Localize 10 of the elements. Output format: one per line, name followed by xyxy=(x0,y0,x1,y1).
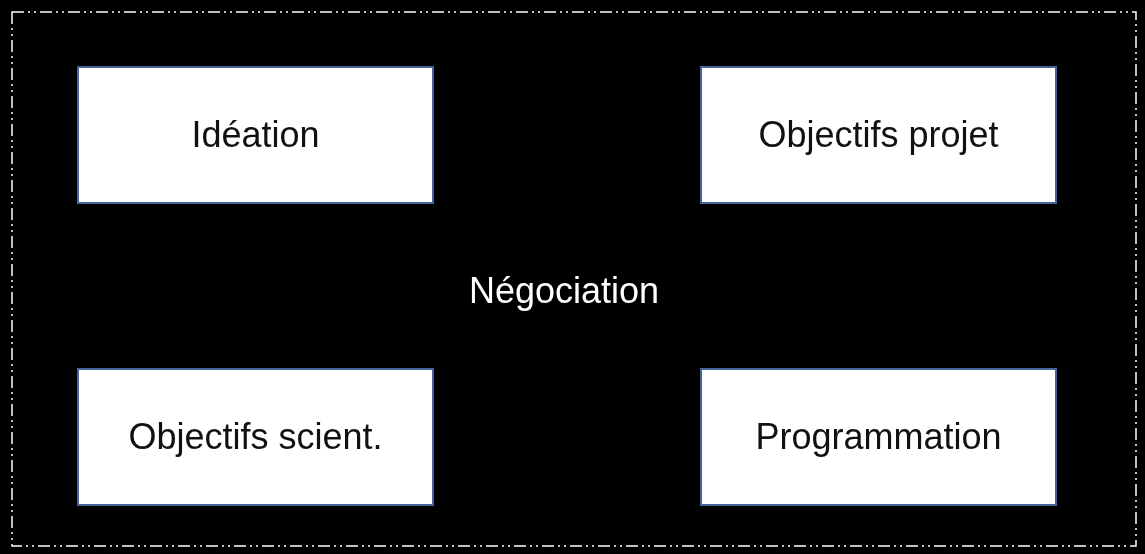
process-box xyxy=(77,66,434,204)
process-box xyxy=(700,66,1057,204)
frame-title: Négociation xyxy=(468,270,660,312)
box-label: Idéation xyxy=(191,114,320,156)
process-box xyxy=(77,368,434,506)
box-label: Programmation xyxy=(755,416,1002,458)
process-box xyxy=(700,368,1057,506)
box-label: Objectifs projet xyxy=(758,114,999,156)
dash-dot-frame xyxy=(11,11,1137,547)
box-label: Objectifs scient. xyxy=(128,416,383,458)
